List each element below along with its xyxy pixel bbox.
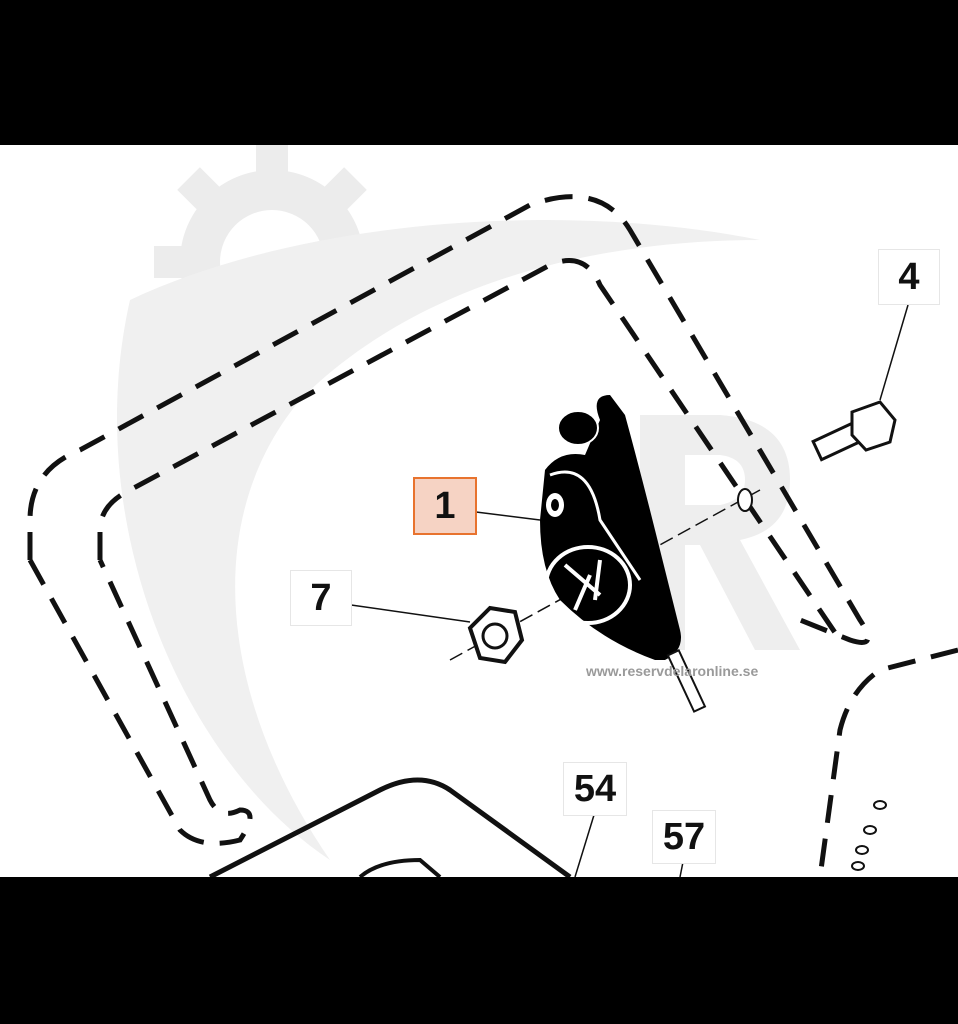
washer-part bbox=[737, 488, 753, 512]
callout-57[interactable]: 57 bbox=[652, 810, 716, 864]
nut-part bbox=[467, 605, 525, 665]
dashed-outline bbox=[27, 194, 958, 877]
bolt-part bbox=[811, 400, 897, 462]
diagram-drawing bbox=[27, 145, 958, 877]
callout-1[interactable]: 1 bbox=[413, 477, 477, 535]
watermark-text: www.reservdelaronline.se bbox=[586, 663, 759, 679]
parts-diagram: www.reservdelaronline.se bbox=[0, 145, 958, 877]
watermark-r-shape bbox=[640, 415, 800, 650]
watermark-swoosh bbox=[116, 220, 760, 860]
callout-7[interactable]: 7 bbox=[290, 570, 352, 626]
callout-4[interactable]: 4 bbox=[878, 249, 940, 305]
lever-part bbox=[540, 395, 707, 713]
small-holes bbox=[851, 800, 887, 871]
callout-54[interactable]: 54 bbox=[563, 762, 627, 816]
